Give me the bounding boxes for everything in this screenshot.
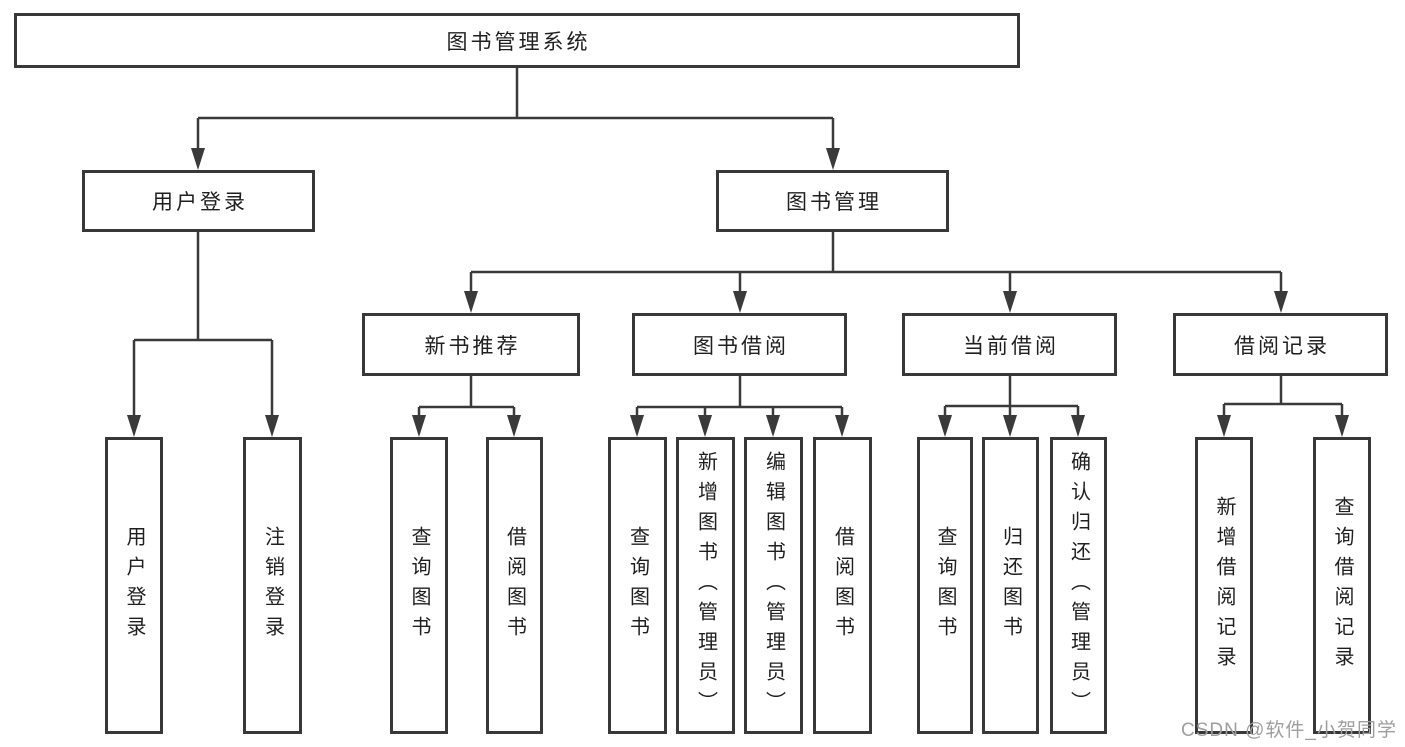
arrowhead (265, 415, 279, 437)
arrowhead (733, 291, 747, 313)
node-current-borrowing: 当前借阅 (902, 313, 1117, 376)
leaf-return-books: 归还图书 (982, 437, 1039, 734)
arrowhead (835, 415, 849, 437)
leaf-borrow-books-recommend: 借阅图书 (486, 437, 543, 734)
arrowhead (1071, 415, 1085, 437)
leaf-add-borrow-record: 新增借阅记录 (1195, 437, 1253, 734)
leaf-query-books-borrowing: 查询图书 (608, 437, 667, 734)
leaf-borrow-books: 借阅图书 (813, 437, 872, 734)
node-book-borrowing: 图书借阅 (632, 313, 847, 376)
leaf-query-books-current: 查询图书 (917, 437, 973, 734)
watermark: CSDN @软件_小贺同学 (1181, 720, 1397, 741)
arrowhead (938, 415, 952, 437)
arrowhead (412, 415, 426, 437)
leaf-confirm-return-admin: 确认归还（管理员） (1050, 437, 1107, 734)
leaf-logout: 注销登录 (243, 437, 302, 734)
leaf-edit-books-admin: 编辑图书（管理员） (744, 437, 803, 734)
node-new-book-recommendation: 新书推荐 (362, 313, 580, 376)
arrowhead (826, 148, 840, 170)
arrowhead (766, 415, 780, 437)
arrowhead (507, 415, 521, 437)
arrowhead (698, 415, 712, 437)
arrowhead (630, 415, 644, 437)
node-book-management: 图书管理 (716, 170, 949, 232)
arrowhead (1003, 291, 1017, 313)
node-borrowing-records: 借阅记录 (1173, 313, 1388, 376)
leaf-query-borrow-record: 查询借阅记录 (1313, 437, 1371, 734)
arrowhead (1274, 291, 1288, 313)
node-user-login: 用户登录 (82, 170, 315, 232)
arrowhead (464, 291, 478, 313)
connector-path (132, 68, 1344, 417)
arrowhead (191, 148, 205, 170)
leaf-add-books-admin: 新增图书（管理员） (676, 437, 735, 734)
node-book-management-system: 图书管理系统 (14, 13, 1020, 68)
arrowheads (127, 148, 1349, 437)
arrowhead (1335, 415, 1349, 437)
arrowhead (1217, 415, 1231, 437)
leaf-query-books-recommend: 查询图书 (390, 437, 448, 734)
leaf-user-login: 用户登录 (105, 437, 163, 734)
arrowhead (127, 415, 141, 437)
arrowhead (1003, 415, 1017, 437)
